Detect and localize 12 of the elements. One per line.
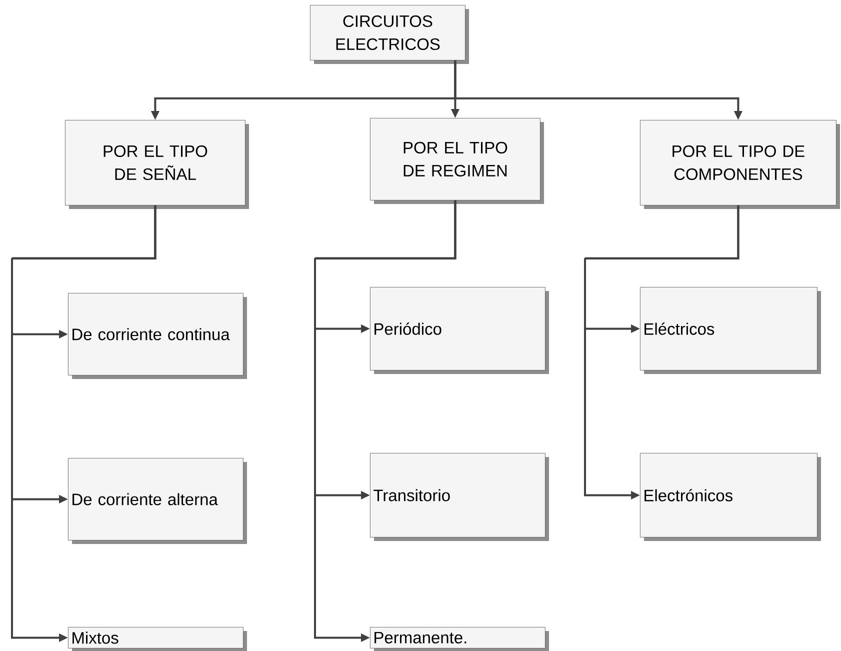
item-box: De corriente alterna bbox=[68, 458, 247, 544]
item-box: Electrónicos bbox=[640, 453, 821, 541]
item-box: De corriente continua bbox=[68, 293, 247, 379]
item-box: Permanente. bbox=[370, 627, 549, 651]
category-box: POR EL TIPO DE COMPONENTES bbox=[640, 120, 840, 209]
item-box: Mixtos bbox=[68, 627, 247, 651]
category-box: POR EL TIPO DE REGIMEN bbox=[370, 118, 544, 204]
item-box: Periódico bbox=[370, 287, 549, 374]
category-box: CIRCUITOS ELECTRICOS bbox=[310, 5, 469, 64]
item-box: Eléctricos bbox=[640, 287, 821, 374]
category-box: POR EL TIPO DE SEÑAL bbox=[65, 120, 249, 209]
item-box: Transitorio bbox=[370, 453, 549, 541]
